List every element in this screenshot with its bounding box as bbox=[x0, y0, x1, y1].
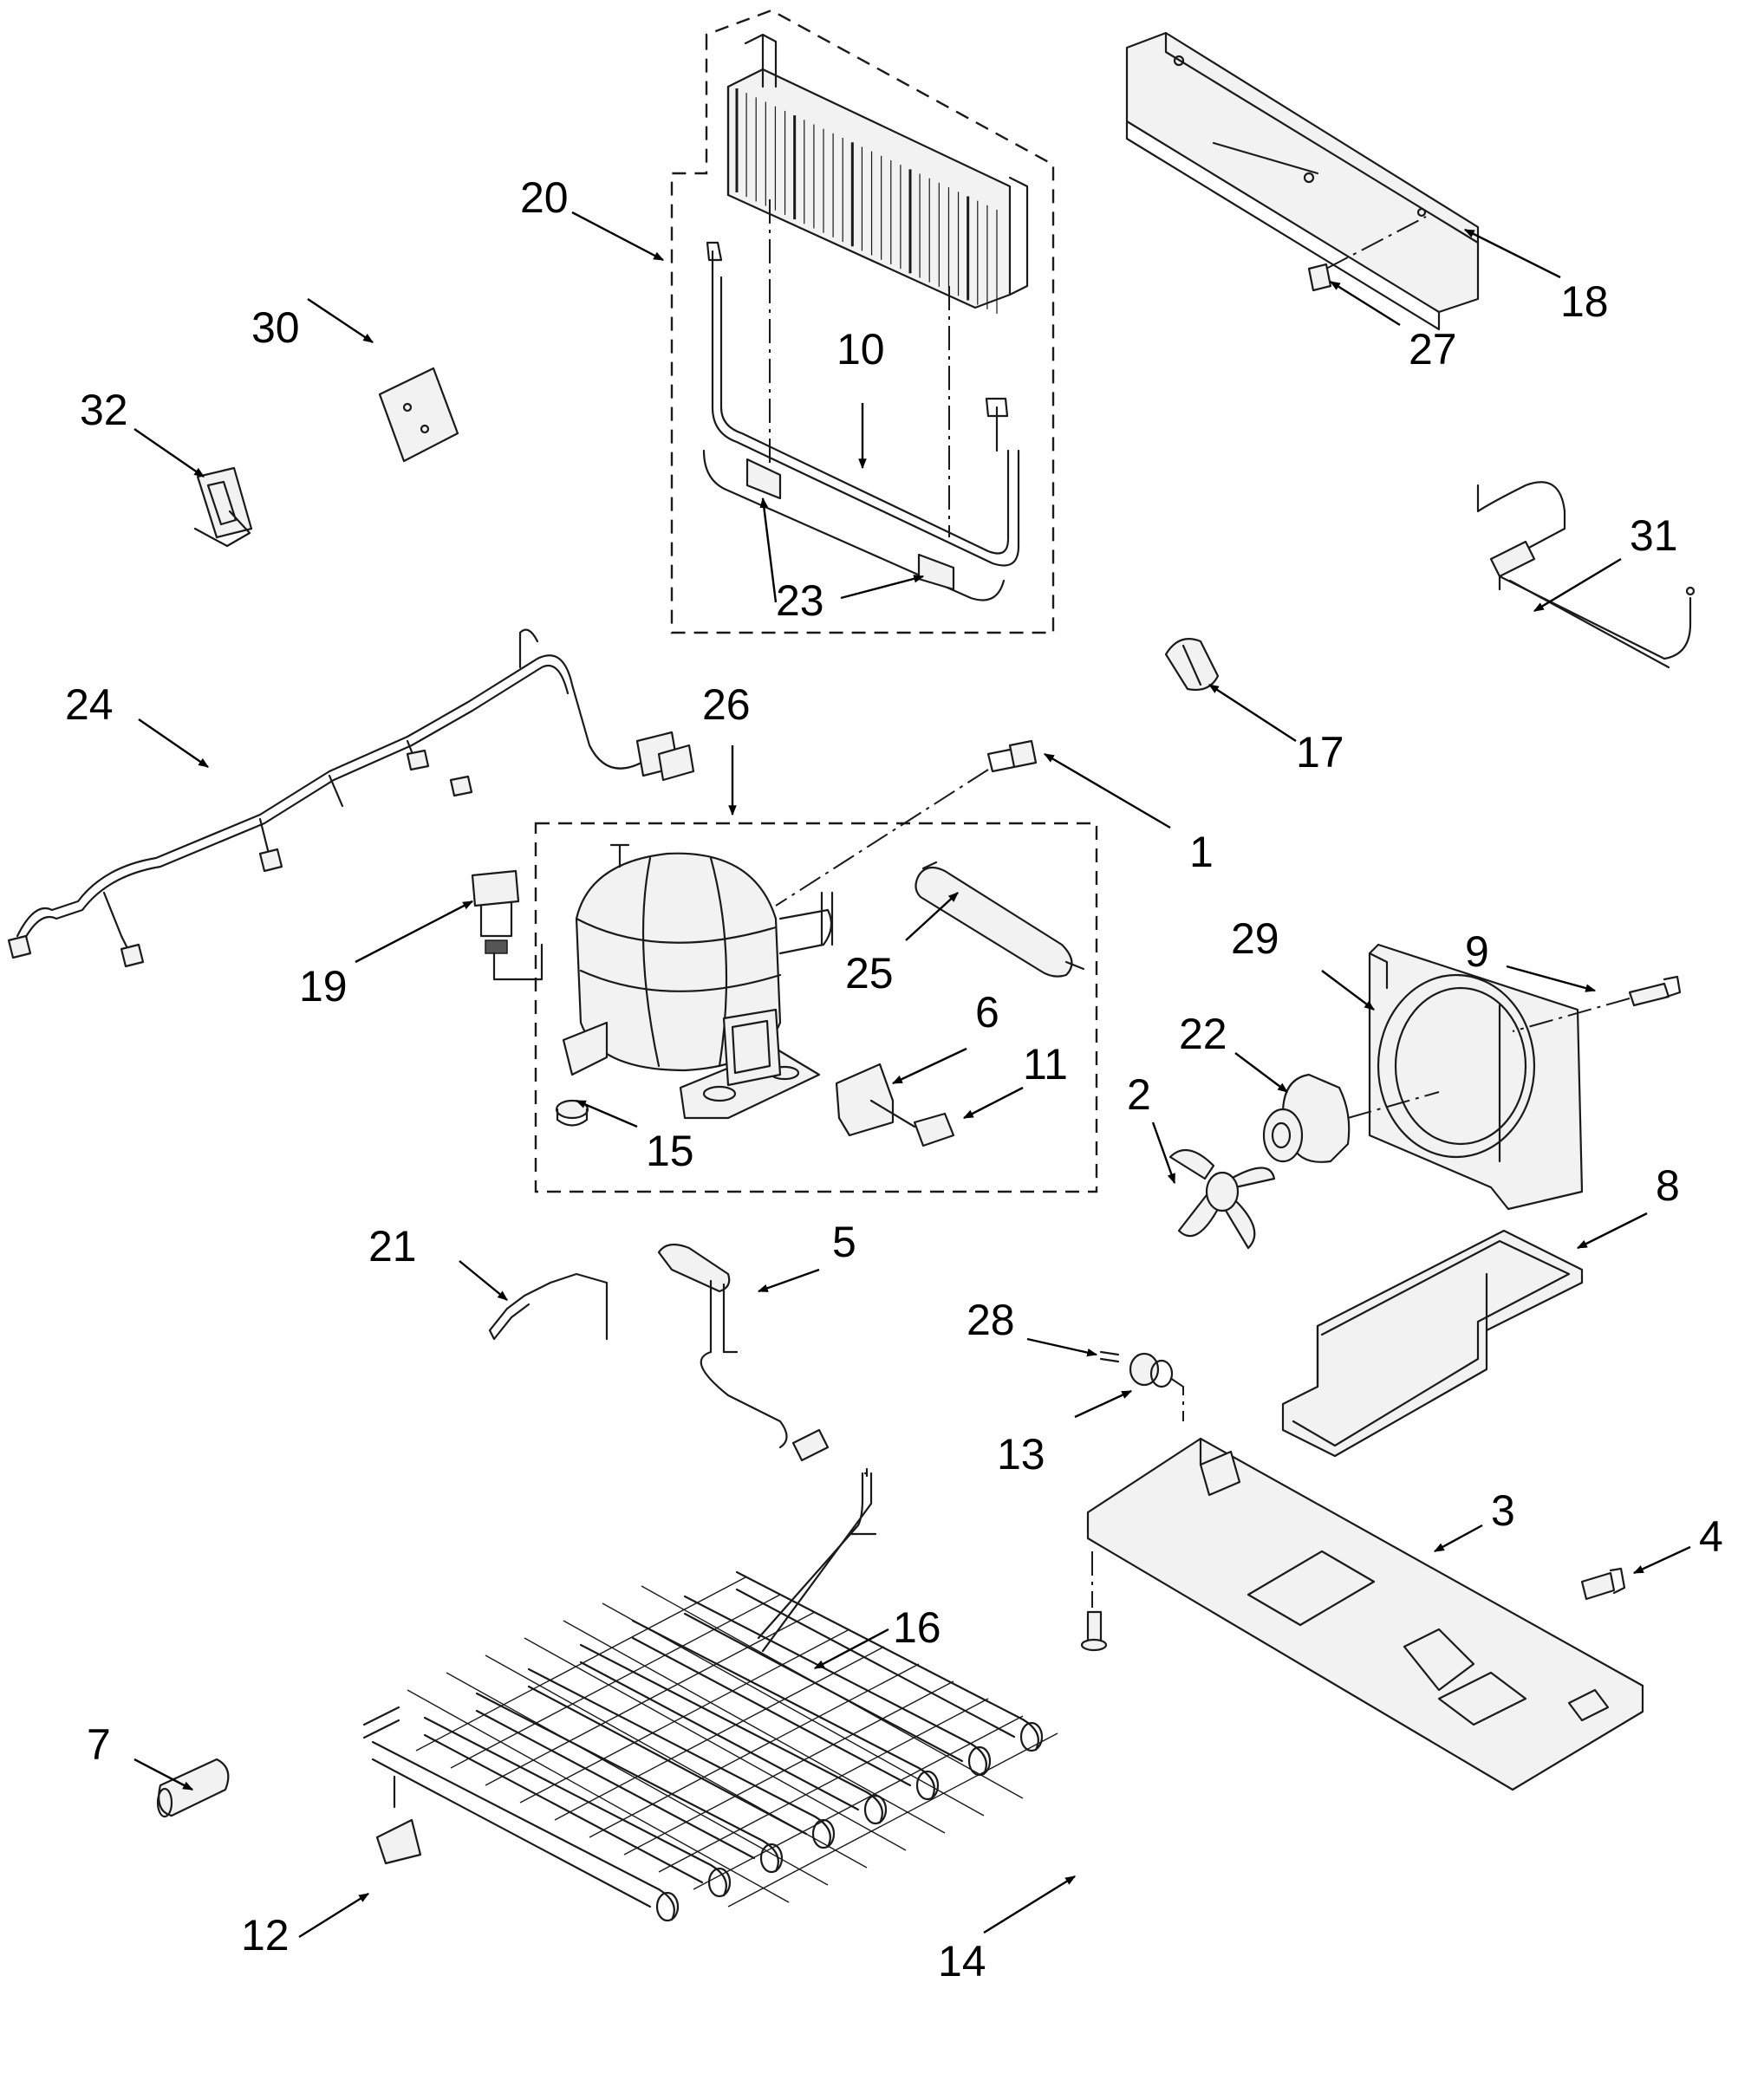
callout-19: 19 bbox=[299, 962, 348, 1011]
evaporator-tubing bbox=[702, 199, 1020, 601]
leader-lines bbox=[133, 211, 1691, 1939]
callout-3: 3 bbox=[1491, 1486, 1515, 1535]
pin bbox=[1099, 1350, 1120, 1363]
callout-17: 17 bbox=[1296, 728, 1344, 777]
mounting-bracket bbox=[193, 466, 253, 548]
callout-28: 28 bbox=[967, 1296, 1015, 1344]
fan-motor bbox=[1262, 1073, 1440, 1163]
shroud-screw bbox=[1512, 975, 1682, 1032]
evaporator-cover bbox=[1125, 31, 1480, 331]
callout-32: 32 bbox=[80, 386, 128, 434]
callout-14: 14 bbox=[938, 1937, 986, 1986]
callout-13: 13 bbox=[997, 1430, 1045, 1479]
insulation-pad bbox=[378, 367, 459, 463]
compressor-bolt bbox=[775, 739, 1038, 907]
callout-7: 7 bbox=[87, 1720, 111, 1769]
callout-12: 12 bbox=[241, 1911, 290, 1960]
compressor bbox=[562, 843, 834, 1120]
evaporator-coil bbox=[726, 33, 1029, 314]
callout-31: 31 bbox=[1630, 511, 1678, 560]
callout-5: 5 bbox=[832, 1218, 856, 1266]
wire-clip bbox=[488, 1272, 609, 1341]
callout-26: 26 bbox=[702, 680, 751, 729]
capillary-tube bbox=[1476, 481, 1696, 669]
callout-23: 23 bbox=[776, 576, 824, 625]
wire-harness bbox=[7, 628, 695, 968]
base-screw-front bbox=[1080, 1551, 1108, 1652]
callout-20: 20 bbox=[520, 173, 569, 222]
temperature-sensor bbox=[471, 869, 544, 981]
compressor-assembly-outline bbox=[534, 822, 1098, 1193]
callout-10: 10 bbox=[836, 325, 885, 374]
rubber-grommet bbox=[1129, 1352, 1184, 1421]
callout-11: 11 bbox=[1023, 1040, 1068, 1089]
callout-15: 15 bbox=[646, 1127, 694, 1175]
coil-clip bbox=[375, 1818, 422, 1865]
relay-cover bbox=[913, 1112, 955, 1147]
fan-blade bbox=[1168, 1148, 1276, 1250]
base-screw-right bbox=[1580, 1567, 1626, 1601]
callout-8: 8 bbox=[1656, 1161, 1680, 1210]
callout-22: 22 bbox=[1179, 1010, 1227, 1058]
condenser-coil bbox=[362, 1467, 1058, 1922]
defrost-heater-clip bbox=[745, 458, 955, 591]
callout-27: 27 bbox=[1409, 325, 1457, 374]
callout-30: 30 bbox=[251, 303, 300, 352]
tube-clip bbox=[1164, 638, 1220, 692]
start-relay bbox=[722, 1008, 782, 1087]
suction-tube bbox=[156, 1758, 230, 1818]
evaporator-assembly-outline bbox=[670, 9, 1055, 634]
callout-4: 4 bbox=[1699, 1512, 1723, 1561]
callout-labels: 1 2 3 4 5 6 7 8 9 10 11 12 13 14 15 16 1… bbox=[65, 173, 1723, 1986]
callout-24: 24 bbox=[65, 680, 114, 729]
drain-tube bbox=[657, 1243, 830, 1462]
callout-18: 18 bbox=[1560, 277, 1609, 326]
fan-shroud bbox=[1368, 943, 1584, 1211]
callout-21: 21 bbox=[368, 1222, 417, 1271]
callout-16: 16 bbox=[893, 1603, 941, 1652]
base-plate bbox=[1086, 1437, 1644, 1791]
callout-25: 25 bbox=[845, 949, 894, 998]
callout-1: 1 bbox=[1189, 828, 1214, 876]
drain-pan bbox=[1281, 1229, 1584, 1458]
callout-6: 6 bbox=[975, 988, 999, 1037]
callout-29: 29 bbox=[1231, 914, 1279, 963]
callout-9: 9 bbox=[1465, 927, 1489, 976]
overload-protector bbox=[835, 1063, 916, 1137]
drier-filter bbox=[915, 861, 1085, 978]
callout-2: 2 bbox=[1127, 1070, 1151, 1119]
